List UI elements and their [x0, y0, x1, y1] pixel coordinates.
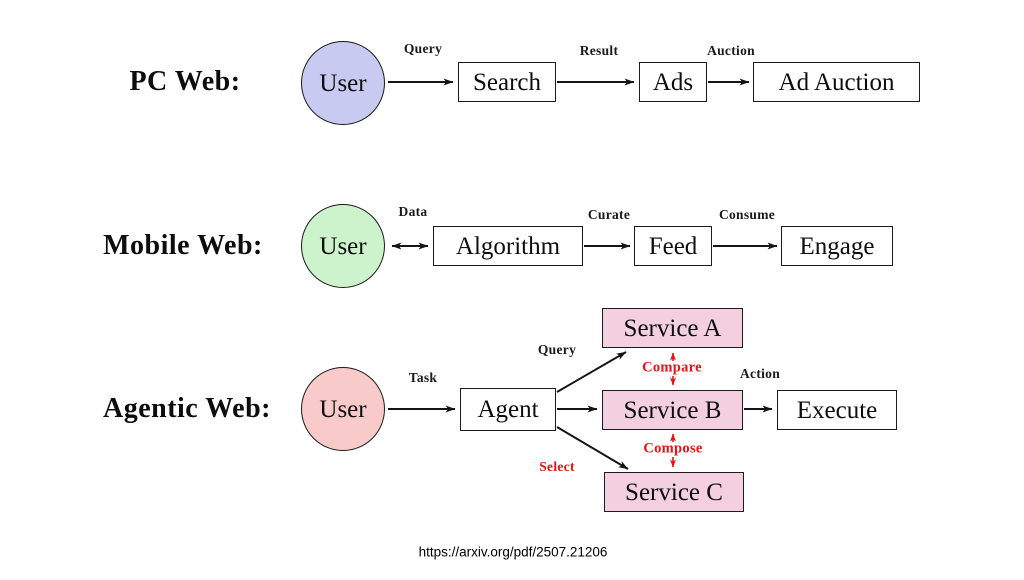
- agentic-edge-label-task: Task: [408, 370, 438, 385]
- agentic-edge-label-select: Select: [539, 459, 575, 474]
- mobile-web-row-label: Mobile Web:: [103, 230, 263, 261]
- mobile-algorithm-box: Algorithm: [433, 226, 583, 266]
- agentic-web-row-label: Agentic Web:: [102, 393, 272, 424]
- pc-user-circle: User: [301, 41, 385, 125]
- mobile-edge-label-consume: Consume: [718, 207, 776, 222]
- mobile-edge-label-data: Data: [398, 204, 428, 219]
- agentic-service-a-box: Service A: [602, 308, 743, 348]
- agentic-service-c-box: Service C: [604, 472, 744, 512]
- agentic-edge-label-compare: Compare: [642, 359, 702, 376]
- pc-ad-auction-box: Ad Auction: [753, 62, 920, 102]
- agentic-agent-box: Agent: [460, 388, 556, 431]
- mobile-engage-box: Engage: [781, 226, 893, 266]
- agentic-execute-box: Execute: [777, 390, 897, 430]
- pc-edge-label-auction: Auction: [707, 43, 755, 58]
- agentic-user-circle: User: [301, 367, 385, 451]
- pc-search-box: Search: [458, 62, 556, 102]
- pc-edge-label-query: Query: [403, 41, 443, 56]
- pc-edge-label-result: Result: [579, 43, 619, 58]
- source-url-text: https://arxiv.org/pdf/2507.21206: [418, 544, 608, 560]
- mobile-edge-label-curate: Curate: [587, 207, 631, 222]
- pc-ads-box: Ads: [639, 62, 707, 102]
- agentic-edge-label-query: Query: [537, 342, 577, 357]
- mobile-feed-box: Feed: [634, 226, 712, 266]
- agentic-service-b-box: Service B: [602, 390, 743, 430]
- agentic-edge-label-action: Action: [739, 366, 781, 381]
- pc-web-row-label: PC Web:: [129, 66, 241, 97]
- mobile-user-circle: User: [301, 204, 385, 288]
- agentic-edge-label-compose: Compose: [643, 440, 703, 457]
